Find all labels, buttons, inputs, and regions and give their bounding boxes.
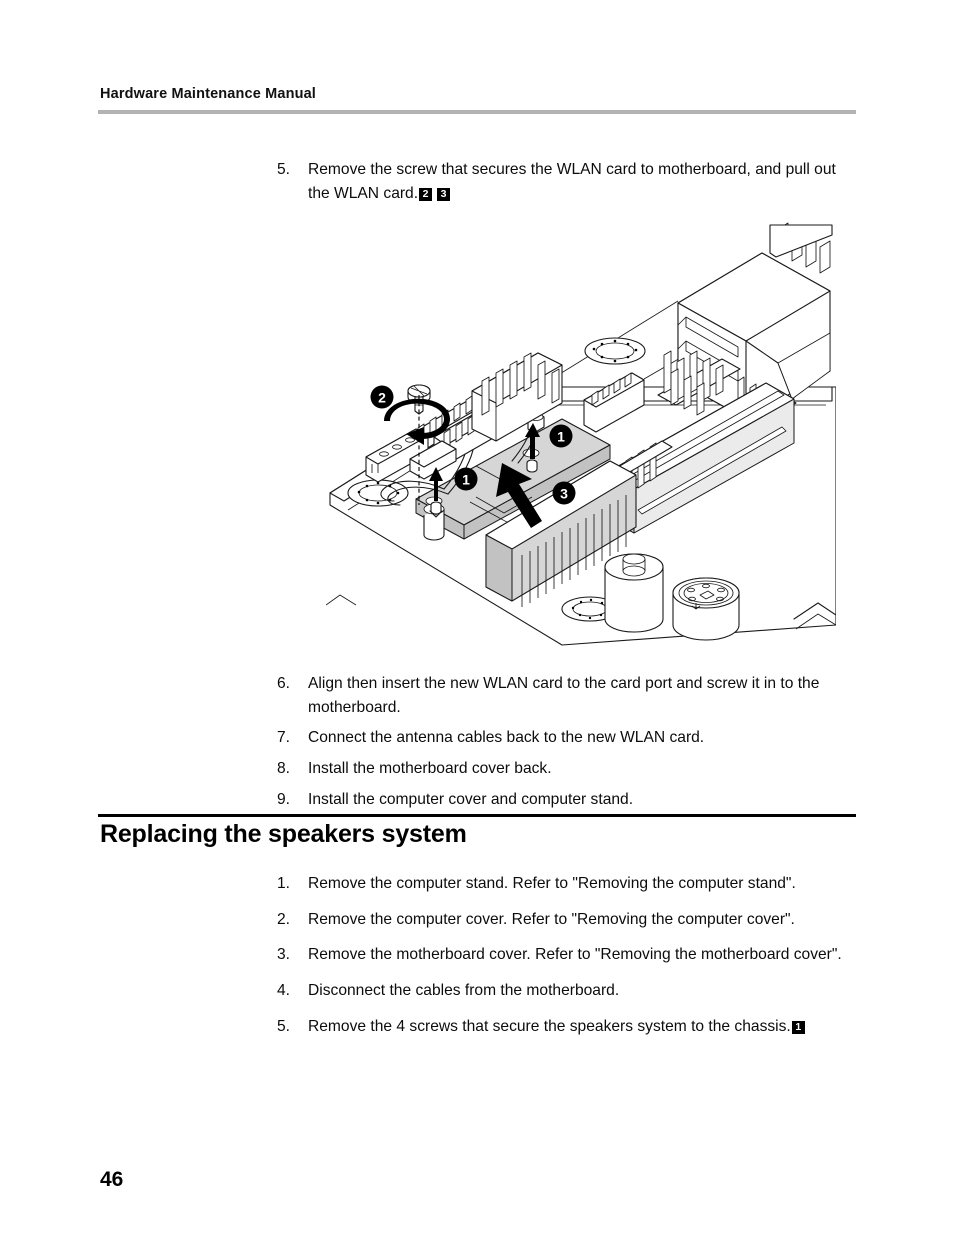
list-item-number: 1.	[277, 875, 291, 892]
list-item-number: 9.	[277, 790, 291, 808]
list-item-number: 3.	[277, 946, 291, 964]
callout-badge-1-right: 1	[549, 424, 573, 448]
svg-text:1: 1	[462, 472, 470, 488]
list-item-number: 4.	[277, 982, 291, 1000]
list-item-text: Install the motherboard cover back.	[308, 760, 552, 778]
page-number: 46	[100, 1168, 124, 1191]
list-item-text: Connect the antenna cables back to the n…	[308, 729, 705, 747]
list-item: 5. Remove the screw that secures the WLAN…	[277, 158, 859, 205]
list-item: 1. Remove the computer stand. Refer to "R…	[277, 872, 859, 896]
list-item-number: 7.	[277, 729, 291, 747]
list-item: 9. Install the computer cover and compute…	[277, 788, 859, 812]
list-item: 7. Connect the antenna cables back to the…	[277, 726, 859, 750]
pin-field-block	[657, 350, 741, 416]
capacitor-round-port	[672, 577, 740, 641]
list-item-text: Disconnect the cables from the motherboa…	[308, 982, 620, 1000]
card-edge-pins	[521, 495, 627, 607]
wlan-removal-figure: .ol { fill:none; stroke:#1a1a1a; stroke-…	[326, 205, 836, 655]
callout-badge-1-left: 1	[454, 467, 478, 491]
list-item-text: Align then insert the new WLAN card to t…	[308, 675, 820, 716]
callout-3-pullout-arrow	[496, 463, 542, 528]
upper-step-list: 5. Remove the screw that secures the WLAN…	[277, 158, 859, 213]
mounting-hole-upper	[584, 337, 646, 365]
section-step-list: 1. Remove the computer stand. Refer to "R…	[277, 872, 859, 1050]
list-item-text: Remove the 4 screws that secure the spea…	[308, 1015, 859, 1039]
list-item: 6. Align then insert the new WLAN card to…	[277, 672, 859, 719]
list-item-text: Remove the computer cover. Refer to "Rem…	[308, 910, 795, 928]
header-divider-rule	[98, 110, 856, 114]
list-item: 2. Remove the computer cover. Refer to "R…	[277, 908, 859, 932]
callout-1-right-arrow	[525, 423, 540, 473]
list-item-number: 6.	[277, 675, 291, 692]
callout-badge: 1	[791, 1020, 805, 1034]
list-item-text: Remove the computer stand. Refer to "Rem…	[308, 875, 796, 892]
svg-text:1: 1	[557, 429, 565, 445]
list-item: 8. Install the motherboard cover back.	[277, 757, 859, 781]
svg-text:2: 2	[378, 390, 386, 406]
list-item-number: 2.	[277, 910, 291, 928]
list-item-number: 5.	[277, 1017, 291, 1035]
lower-step-list: 6. Align then insert the new WLAN card to…	[277, 672, 859, 818]
bottom-right-bracket	[793, 602, 836, 630]
section-divider-rule	[98, 814, 856, 817]
list-item-number: 5.	[277, 161, 291, 178]
mounting-hole-left	[347, 479, 409, 507]
connector-block-small	[583, 372, 645, 433]
callout-badge-2: 2	[370, 385, 394, 409]
bottom-left-bracket	[326, 594, 357, 606]
callout-1-left-arrow	[429, 467, 443, 518]
running-header-title: Hardware Maintenance Manual	[100, 86, 316, 102]
card-port-connector-tall	[471, 352, 563, 442]
svg-text:3: 3	[560, 486, 568, 502]
list-item-text: Remove the screw that secures the WLAN c…	[308, 161, 836, 202]
callout-badge-3: 3	[552, 481, 576, 505]
list-item: 3. Remove the motherboard cover. Refer to…	[277, 943, 859, 967]
list-item-text: Install the computer cover and computer …	[308, 790, 634, 808]
callout-2-screw-removal	[384, 384, 450, 505]
list-item: 5. Remove the 4 screws that secure the sp…	[277, 1015, 859, 1039]
rear-pin-field	[769, 222, 833, 274]
list-item-number: 8.	[277, 760, 291, 778]
section-heading: Replacing the speakers system	[100, 820, 467, 848]
callout-badge: 2	[419, 187, 433, 201]
list-item: 4. Disconnect the cables from the motherb…	[277, 979, 859, 1003]
callout-badge: 3	[437, 187, 451, 201]
list-item-text: Remove the motherboard cover. Refer to "…	[308, 946, 842, 964]
socket-block-mid	[409, 440, 457, 480]
capacitor-tall	[604, 553, 664, 633]
